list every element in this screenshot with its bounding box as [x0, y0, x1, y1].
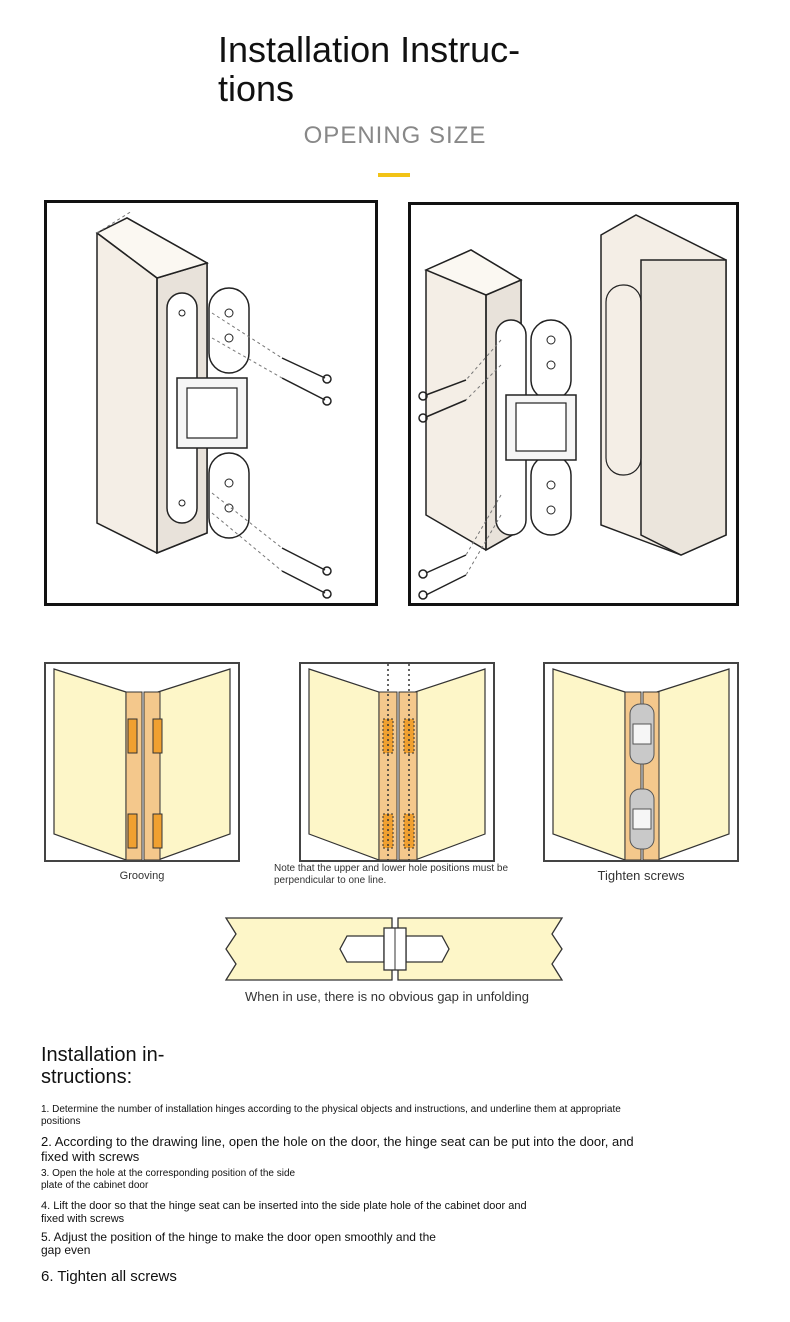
step-2: 2. According to the drawing line, open t… — [41, 1134, 741, 1164]
page-title-line-1: Installation Instruc- — [218, 29, 521, 70]
page-title: Installation Instruc- tions — [218, 30, 578, 108]
unfold-caption: When in use, there is no obvious gap in … — [244, 989, 530, 1004]
alignment-caption: Note that the upper and lower hole posit… — [274, 863, 509, 886]
step-5-line-1: 5. Adjust the position of the hinge to m… — [41, 1230, 436, 1244]
step-1: 1. Determine the number of installation … — [41, 1104, 741, 1128]
unfold-illustration — [224, 917, 564, 981]
grooving-illustration — [53, 668, 231, 860]
step-2-line-1: 2. According to the drawing line, open t… — [41, 1134, 634, 1149]
section-subtitle: OPENING SIZE — [303, 122, 487, 149]
steps-title-line-2: structions: — [41, 1066, 133, 1088]
step-1-line-2: positions — [41, 1116, 81, 1127]
cabinet-hinge-mounting-diagram — [408, 202, 739, 606]
accent-bar — [378, 173, 410, 177]
step-4-line-2: fixed with screws — [41, 1213, 125, 1225]
page-title-line-2: tions — [218, 68, 295, 109]
step-3: 3. Open the hole at the corresponding po… — [41, 1168, 741, 1192]
unfold-diagram — [222, 914, 568, 984]
step-4-line-1: 4. Lift the door so that the hinge seat … — [41, 1200, 527, 1212]
door-hinge-illustration — [95, 210, 332, 599]
step-3-line-1: 3. Open the hole at the corresponding po… — [41, 1168, 296, 1179]
step-6-line-1: 6. Tighten all screws — [41, 1268, 177, 1285]
tighten-screws-diagram — [543, 662, 739, 862]
steps-title-line-1: Installation in- — [41, 1044, 165, 1066]
grooving-caption: Grooving — [119, 870, 165, 882]
cabinet-hinge-illustration — [418, 214, 727, 600]
step-5: 5. Adjust the position of the hinge to m… — [41, 1231, 741, 1257]
step-1-line-1: 1. Determine the number of installation … — [41, 1104, 621, 1115]
step-3-line-2: plate of the cabinet door — [41, 1180, 149, 1191]
step-6: 6. Tighten all screws — [41, 1268, 741, 1285]
grooving-diagram — [44, 662, 240, 862]
steps-title: Installation in- structions: — [41, 1044, 164, 1088]
door-hinge-mounting-diagram — [44, 200, 378, 606]
step-4: 4. Lift the door so that the hinge seat … — [41, 1200, 741, 1226]
tighten-screws-illustration — [552, 668, 730, 860]
tighten-screws-caption: Tighten screws — [597, 868, 685, 883]
hole-alignment-diagram — [299, 662, 495, 862]
step-5-line-2: gap even — [41, 1243, 91, 1257]
hole-alignment-illustration — [308, 664, 486, 860]
step-2-line-2: fixed with screws — [41, 1149, 140, 1164]
